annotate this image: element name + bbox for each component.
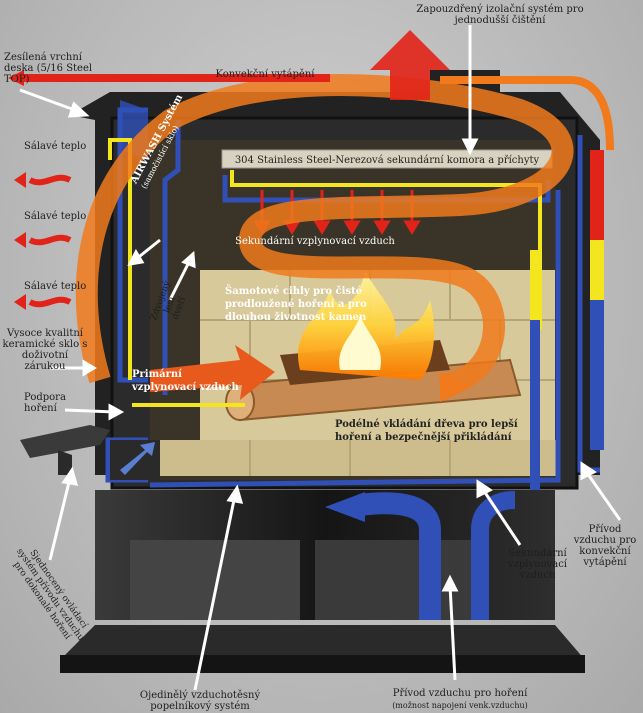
air-control-handle	[20, 425, 160, 480]
label-ash-system: Ojedinělý vzduchotěsný popelníkový systé…	[139, 690, 261, 712]
primary-air-arrow	[150, 345, 275, 400]
convection-arrows	[8, 30, 614, 151]
label-convection-air-intake: Přívod vzduchu pro konvekční vytápění	[573, 524, 637, 568]
label-glass: Vysoce kvalitní keramické sklo s doživot…	[2, 328, 88, 372]
combustion-air-intake-flow	[325, 491, 516, 620]
convection-air-intake-flow	[530, 150, 604, 490]
hot-gas-flow-head	[440, 372, 470, 402]
label-steel-top: Zesílená vrchní deska (5/16 Steel TOP)	[4, 52, 93, 85]
stove-pedestal	[60, 490, 585, 673]
label-secondary-air-outer: Sekundární vzplynovací vzduch	[507, 548, 568, 581]
label-convection-heating: Konvekční vytápění	[215, 69, 315, 80]
label-combustion-air-intake-note: (možnost napojení venk.vzduchu)	[392, 701, 528, 710]
label-primary-air: Primární vzplynovací vzduch	[132, 369, 239, 393]
label-firebricks: Šamotové cihly pro čisté prodloužené hoř…	[225, 286, 367, 323]
label-radiant-heat-1: Sálavé teplo	[24, 141, 87, 152]
pointer-arrows	[19, 25, 622, 691]
radiant-heat-arrows	[14, 172, 72, 310]
label-stainless-chamber: 304 Stainless Steel-Nerezová sekundární …	[234, 155, 540, 166]
label-secondary-air-inner: Sekundární vzplynovací vzduch	[235, 236, 395, 247]
label-combustion-air-intake: Přívod vzduchu pro hoření	[392, 688, 528, 699]
label-combustion-support: Podpora hoření	[24, 392, 66, 414]
label-log-loading: Podélné vkládání dřeva pro lepší hoření …	[335, 419, 518, 443]
hot-gas-flow	[75, 74, 574, 396]
label-radiant-heat-3: Sálavé teplo	[24, 281, 87, 292]
label-radiant-heat-2: Sálavé teplo	[24, 211, 87, 222]
label-insulation-system: Zapouzdřený izolační systém pro jednoduš…	[416, 4, 584, 26]
